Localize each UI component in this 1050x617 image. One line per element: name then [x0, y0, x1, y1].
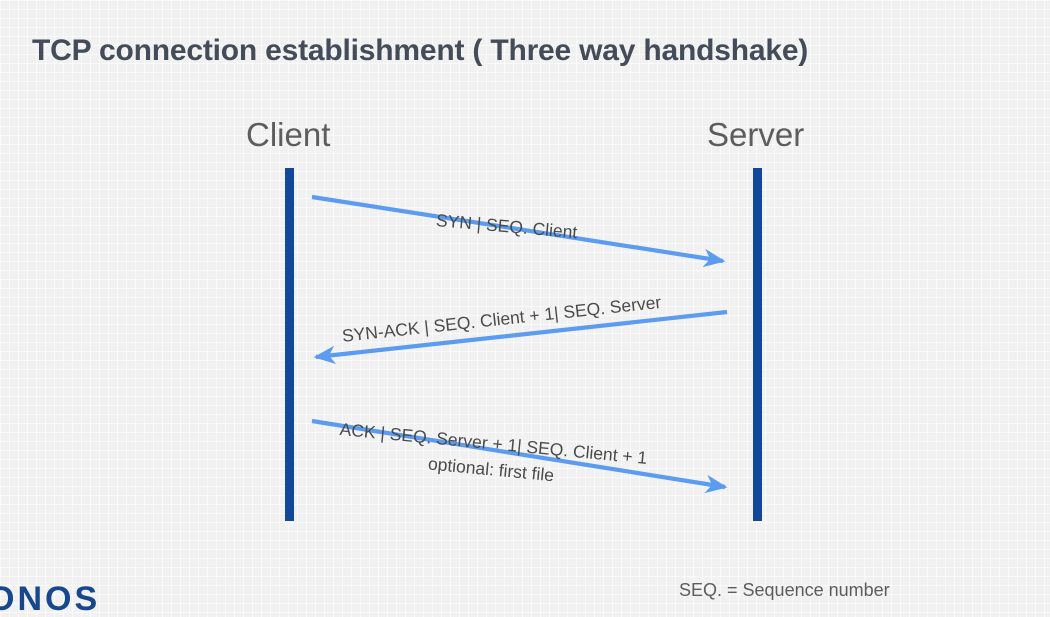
legend-seq-abbreviation: SEQ. = Sequence number: [679, 580, 890, 600]
message-label-2: SYN-ACK | SEQ. Client + 1| SEQ. Server: [341, 291, 663, 346]
brand-logo: ONOS: [0, 580, 101, 617]
lifeline-client: [285, 168, 294, 521]
lifeline-server: [753, 168, 762, 521]
actor-label-server: Server: [707, 116, 805, 153]
message-label-3: ACK | SEQ. Server + 1| SEQ. Client + 1 o…: [336, 417, 648, 498]
actor-label-client: Client: [246, 116, 331, 153]
page-title: TCP connection establishment ( Three way…: [32, 34, 809, 67]
message-label-1: SYN | SEQ. Client: [435, 210, 579, 243]
